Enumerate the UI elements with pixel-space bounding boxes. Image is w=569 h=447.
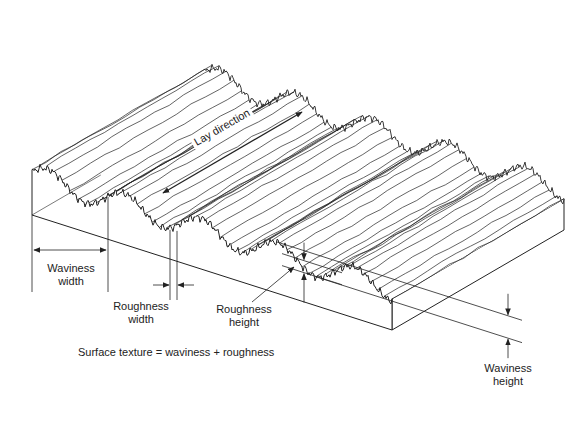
extension-line	[108, 197, 109, 292]
lay-line	[212, 128, 384, 228]
dimension-label: Roughness height	[204, 303, 284, 328]
lay-line	[47, 66, 219, 166]
front-face	[32, 164, 392, 330]
lay-line	[115, 92, 287, 192]
leader-arrow	[252, 267, 294, 302]
extension-line	[32, 215, 33, 292]
reference-line	[277, 242, 522, 320]
dimension-label: Waviness width	[34, 262, 108, 287]
dimension-arrow	[508, 339, 509, 358]
lay-line	[220, 138, 392, 238]
lay-line	[302, 167, 474, 267]
lay-line	[152, 122, 324, 222]
dimension-arrow	[508, 294, 509, 315]
extension-line	[177, 231, 178, 300]
lay-line	[287, 150, 459, 250]
dimension-arrow	[178, 285, 194, 286]
extension-line	[170, 230, 171, 300]
reference-line	[315, 277, 522, 343]
lay-line	[77, 100, 249, 200]
dimension-arrow	[304, 274, 305, 303]
lay-line	[355, 169, 527, 269]
lay-line	[137, 104, 309, 204]
back-profile	[204, 64, 564, 204]
dimension-label: Roughness width	[104, 300, 178, 325]
lay-line	[332, 172, 504, 272]
lay-line	[385, 196, 557, 296]
lay-line	[235, 152, 407, 252]
lay-line	[392, 199, 564, 299]
lay-line	[377, 190, 549, 290]
lay-line	[160, 127, 332, 227]
lay-line	[347, 167, 519, 267]
lay-line	[362, 175, 534, 275]
lay-line	[370, 182, 542, 282]
lay-line	[317, 176, 489, 276]
caption: Surface texture = waviness + roughness	[78, 346, 398, 359]
dimension-label: Waviness height	[470, 362, 546, 387]
lay-line	[280, 143, 452, 243]
lay-line	[310, 173, 482, 273]
lay-line	[325, 175, 497, 275]
lay-line	[227, 147, 399, 247]
lay-line	[272, 140, 444, 240]
dimension-arrow	[153, 285, 169, 286]
lay-line	[340, 168, 512, 268]
dimension-arrow	[34, 250, 106, 251]
lay-line	[70, 91, 242, 191]
lay-line	[130, 96, 302, 196]
lay-line	[205, 120, 377, 220]
base-edge	[32, 175, 101, 215]
